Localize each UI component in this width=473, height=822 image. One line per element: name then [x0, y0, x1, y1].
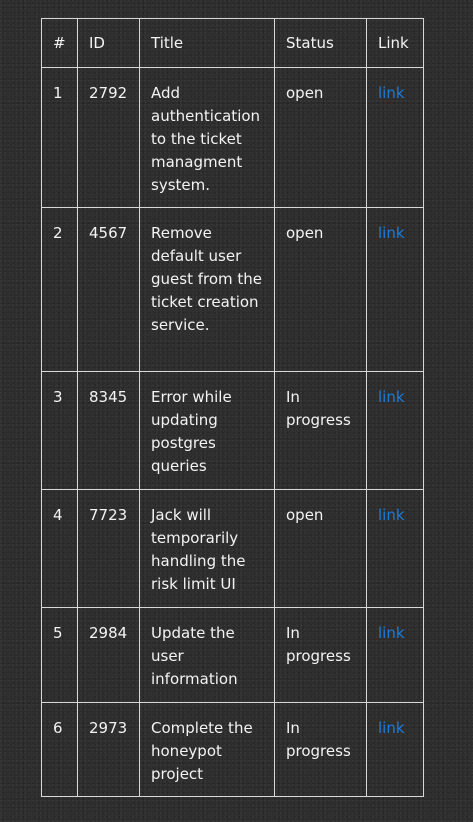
header-status: Status — [274, 18, 367, 68]
row-number: 6 — [41, 702, 78, 797]
row-title: Complete the honeypot project — [139, 702, 275, 797]
ticket-link[interactable]: link — [378, 506, 405, 524]
row-id: 2792 — [77, 67, 140, 208]
table-row: 2 4567 Remove default user guest from th… — [41, 207, 424, 372]
header-link: Link — [366, 18, 424, 68]
table-row: 6 2973 Complete the honeypot project In … — [41, 702, 424, 797]
row-id: 2973 — [77, 702, 140, 797]
row-id: 8345 — [77, 371, 140, 490]
row-status: In progress — [274, 607, 367, 703]
ticket-table: # ID Title Status Link 1 2792 Add authen… — [41, 18, 424, 797]
row-link-cell: link — [366, 702, 424, 797]
row-status: open — [274, 67, 367, 208]
header-title: Title — [139, 18, 275, 68]
ticket-link[interactable]: link — [378, 719, 405, 737]
row-title: Update the user information — [139, 607, 275, 703]
row-number: 5 — [41, 607, 78, 703]
ticket-link[interactable]: link — [378, 224, 405, 242]
table-row: 3 8345 Error while updating postgres que… — [41, 371, 424, 490]
row-status: open — [274, 207, 367, 372]
row-number: 1 — [41, 67, 78, 208]
row-number: 3 — [41, 371, 78, 490]
row-status: In progress — [274, 702, 367, 797]
row-link-cell: link — [366, 489, 424, 608]
table-header-row: # ID Title Status Link — [41, 18, 424, 68]
table-row: 1 2792 Add authentication to the ticket … — [41, 67, 424, 208]
row-link-cell: link — [366, 207, 424, 372]
row-number: 4 — [41, 489, 78, 608]
row-title: Remove default user guest from the ticke… — [139, 207, 275, 372]
ticket-link[interactable]: link — [378, 388, 405, 406]
row-link-cell: link — [366, 371, 424, 490]
ticket-link[interactable]: link — [378, 84, 405, 102]
table-row: 5 2984 Update the user information In pr… — [41, 607, 424, 703]
row-number: 2 — [41, 207, 78, 372]
ticket-link[interactable]: link — [378, 624, 405, 642]
row-link-cell: link — [366, 607, 424, 703]
ticket-table-container: # ID Title Status Link 1 2792 Add authen… — [41, 18, 424, 797]
row-title: Jack will temporarily handling the risk … — [139, 489, 275, 608]
row-status: In progress — [274, 371, 367, 490]
row-title: Add authentication to the ticket managme… — [139, 67, 275, 208]
row-id: 2984 — [77, 607, 140, 703]
row-link-cell: link — [366, 67, 424, 208]
row-id: 4567 — [77, 207, 140, 372]
row-id: 7723 — [77, 489, 140, 608]
header-number: # — [41, 18, 78, 68]
row-status: open — [274, 489, 367, 608]
table-row: 4 7723 Jack will temporarily handling th… — [41, 489, 424, 608]
row-title: Error while updating postgres queries — [139, 371, 275, 490]
header-id: ID — [77, 18, 140, 68]
